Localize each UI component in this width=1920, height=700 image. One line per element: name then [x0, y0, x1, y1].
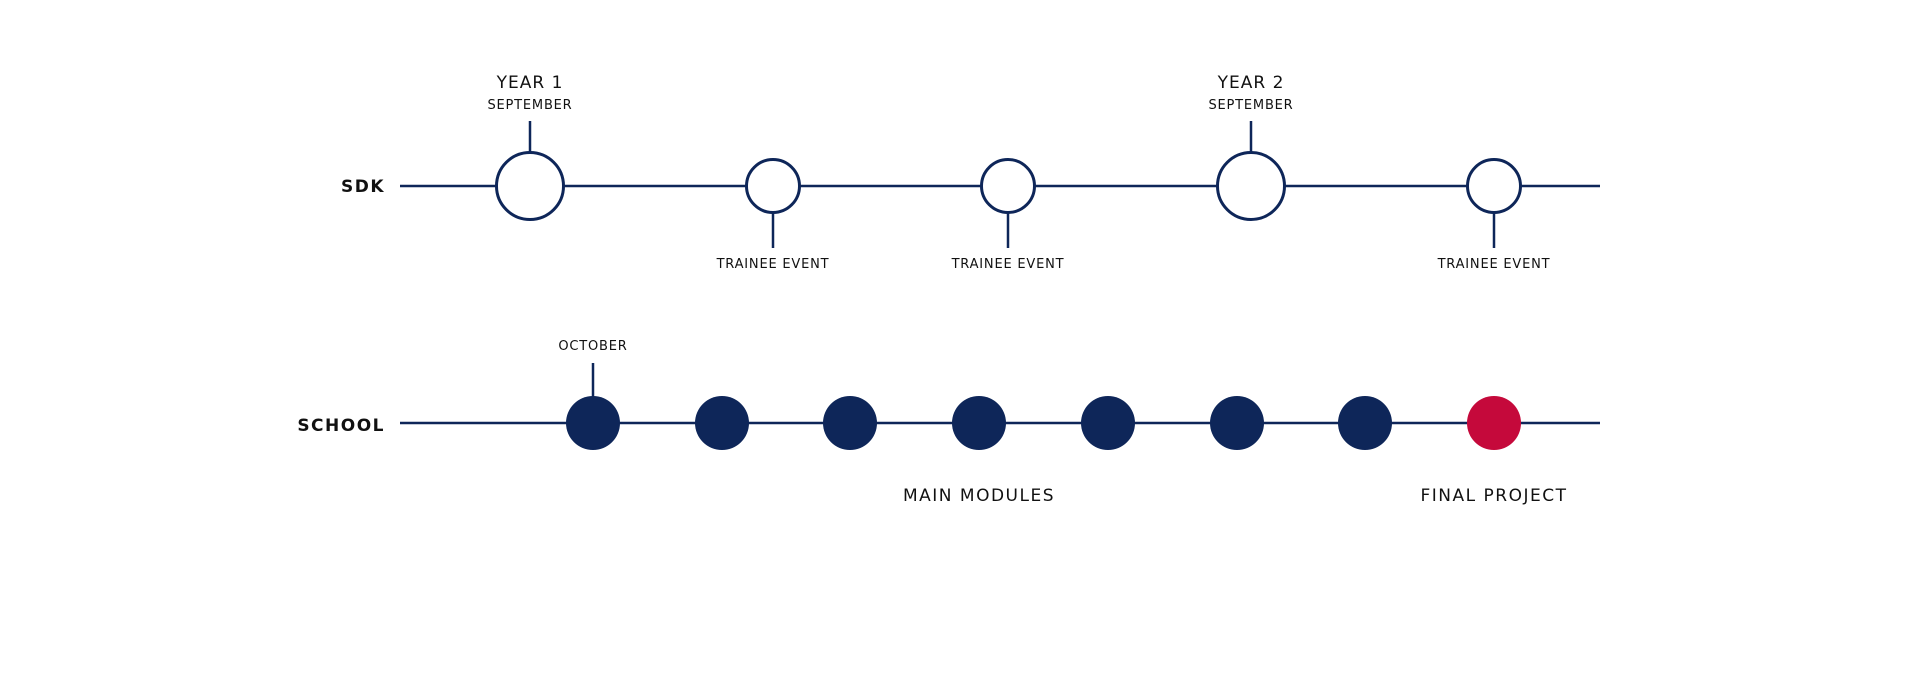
school-start-month: OCTOBER — [558, 339, 627, 354]
module-marker — [695, 396, 749, 450]
trainee-event-label: TRAINEE EVENT — [716, 257, 830, 272]
year1-milestone-marker — [495, 151, 565, 221]
trainee-event-label: TRAINEE EVENT — [1437, 257, 1551, 272]
trainee-event-marker — [980, 158, 1036, 214]
trainee-event-marker — [745, 158, 801, 214]
main-modules-label: MAIN MODULES — [903, 486, 1055, 506]
year1-month: SEPTEMBER — [487, 98, 572, 113]
year1-title: YEAR 1 — [496, 73, 564, 93]
trainee-event-label: TRAINEE EVENT — [951, 257, 1065, 272]
module-marker — [566, 396, 620, 450]
trainee-event-marker — [1466, 158, 1522, 214]
year2-title: YEAR 2 — [1217, 73, 1285, 93]
module-marker — [1210, 396, 1264, 450]
module-marker — [1338, 396, 1392, 450]
module-marker — [952, 396, 1006, 450]
module-marker — [1081, 396, 1135, 450]
final-project-marker — [1467, 396, 1521, 450]
final-project-label: FINAL PROJECT — [1421, 486, 1568, 506]
module-marker — [823, 396, 877, 450]
year2-month: SEPTEMBER — [1208, 98, 1293, 113]
school-row-label: SCHOOL — [297, 416, 385, 436]
sdk-row-label: SDK — [341, 177, 385, 197]
year2-milestone-marker — [1216, 151, 1286, 221]
